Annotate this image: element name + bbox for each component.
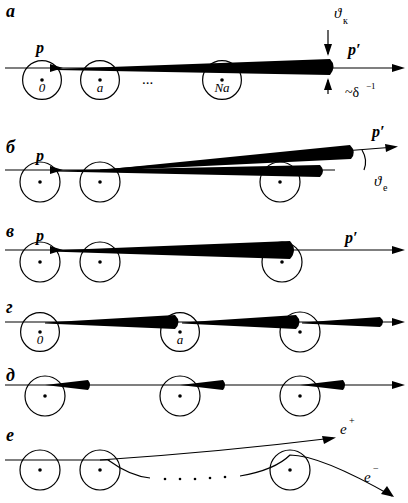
arrowhead — [381, 486, 394, 497]
shower-wedge — [302, 317, 383, 327]
nucleus-dot — [38, 180, 42, 184]
atom-circle: a — [160, 312, 200, 352]
circle-outline — [23, 61, 62, 100]
arrowhead — [50, 166, 63, 174]
circle-outline — [203, 61, 242, 100]
symbol-label: ... — [142, 72, 153, 87]
momentum-label: p′ — [348, 42, 361, 58]
atom-label: a — [177, 333, 184, 346]
shower-wedge — [300, 380, 345, 390]
atom-circle: 0 — [22, 60, 62, 100]
nucleus-dot — [38, 468, 42, 472]
index-label: e — [383, 183, 387, 193]
track-dot — [164, 478, 167, 481]
atom-circle — [80, 162, 120, 202]
index-label: − — [373, 464, 379, 474]
arrowhead — [392, 381, 405, 389]
momentum-label: p — [36, 148, 44, 164]
electron-track — [108, 455, 392, 496]
momentum-label: p′ — [372, 124, 385, 140]
symbol-label: ~δ — [345, 86, 359, 100]
nucleus-dot — [288, 468, 292, 472]
shower-wedge — [180, 380, 225, 390]
atom-circle — [280, 376, 320, 416]
atom-circle — [270, 450, 310, 490]
index-label: −1 — [366, 82, 376, 91]
nucleus-dot — [178, 394, 182, 398]
nucleus-dot — [278, 180, 282, 184]
nucleus-dot — [38, 260, 42, 264]
nucleus-dot — [298, 394, 302, 398]
circle-outline — [80, 60, 120, 100]
arrowhead — [385, 144, 398, 152]
circle-outline — [22, 60, 62, 100]
shower-wedge — [45, 380, 90, 390]
shower-wedge — [182, 315, 300, 329]
arrowhead — [392, 318, 405, 326]
panel-letter: в — [6, 222, 14, 240]
atom-label: Na — [214, 81, 229, 94]
circle-outline — [20, 312, 60, 352]
shower-wedge — [55, 165, 323, 177]
panel-letter: д — [6, 366, 15, 384]
atom-circle — [80, 450, 120, 490]
panel-letter: б — [6, 138, 15, 156]
arrowhead — [392, 64, 405, 72]
angle-arc — [362, 150, 366, 170]
nucleus-dot — [298, 330, 302, 334]
track-dot — [194, 478, 197, 481]
arrowhead — [50, 246, 63, 254]
symbol-label: e — [364, 470, 371, 485]
track-dot — [179, 478, 182, 481]
atom-label: 0 — [39, 81, 46, 94]
index-label: к — [343, 16, 348, 26]
atom-circle — [20, 450, 60, 490]
symbol-label: ϑ — [374, 174, 381, 189]
circle-outline — [161, 313, 200, 352]
arrowhead — [324, 78, 332, 90]
index-label: + — [349, 416, 355, 426]
shower-wedge — [50, 241, 294, 259]
atom-circle: 0 — [20, 312, 60, 352]
arrowhead — [322, 436, 336, 444]
panel-letter: г — [6, 298, 13, 316]
symbol-label: ϑ — [334, 6, 341, 21]
positron-track — [100, 438, 333, 460]
atom-circle — [25, 376, 65, 416]
nucleus-dot — [43, 394, 47, 398]
atom-circle: a — [80, 60, 120, 100]
panel-letter: е — [6, 426, 14, 444]
circle-outline — [81, 61, 120, 100]
nucleus-dot — [98, 180, 102, 184]
track-dot — [224, 476, 227, 479]
atom-label: 0 — [37, 333, 44, 346]
arrowhead — [392, 246, 405, 254]
momentum-label: p′ — [345, 230, 358, 246]
panel-letter: а — [6, 2, 15, 20]
atom-circle — [160, 376, 200, 416]
circle-outline — [160, 312, 200, 352]
circle-outline — [202, 60, 242, 100]
nucleus-dot — [98, 468, 102, 472]
atom-label: a — [97, 81, 104, 94]
momentum-label: p — [36, 228, 44, 244]
shower-wedge — [100, 145, 354, 171]
shower-wedge — [45, 315, 179, 329]
arrowhead — [324, 44, 332, 56]
atom-circle: Na — [202, 60, 242, 100]
symbol-label: e — [340, 422, 347, 437]
nucleus-dot — [98, 260, 102, 264]
momentum-label: p — [36, 40, 44, 56]
track-dot — [209, 477, 212, 480]
nucleus-dot — [280, 260, 284, 264]
circle-outline — [21, 313, 60, 352]
